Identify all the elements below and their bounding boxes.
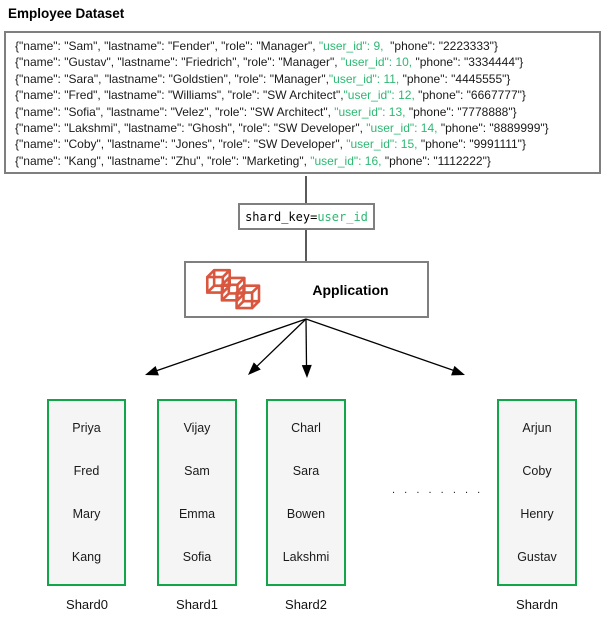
record-shard-key: "user_id": 16,: [310, 153, 382, 168]
shard-member: Fred: [73, 464, 100, 479]
shard-member: Vijay: [183, 421, 211, 436]
record-text: "phone": "6667777"}: [414, 88, 526, 103]
shard-key-box: shard_key=user_id: [238, 203, 375, 230]
shard-member: Bowen: [286, 506, 326, 521]
shard-member: Arjun: [522, 421, 552, 436]
shard-member: Mary: [72, 506, 101, 521]
application-box: Application: [184, 261, 429, 318]
record-text: "phone": "7778888"}: [405, 104, 517, 119]
shard-key-value: user_id: [317, 209, 368, 224]
record-shard-key: "user_id": 14,: [366, 121, 438, 136]
record-text: "phone": "8889999"}: [437, 121, 549, 136]
shard-member: Lakshmi: [282, 549, 330, 564]
record-shard-key: "user_id": 13,: [334, 104, 406, 119]
employee-dataset-box: {"name": "Sam", "lastname": "Fender", "r…: [4, 31, 601, 174]
shard-member: Coby: [522, 464, 552, 479]
record-text: {"name": "Sofia", "lastname": "Velez", "…: [15, 104, 335, 119]
page-title: Employee Dataset: [8, 6, 125, 21]
record-text: "phone": "2223333"}: [383, 39, 498, 53]
shard-member: Gustav: [517, 549, 557, 564]
dataset-record: {"name": "Fred", "lastname": "Williams",…: [15, 87, 599, 103]
shard-box-shard0: Priya Fred Mary Kang: [47, 399, 126, 586]
shard-label-shard2: Shard2: [285, 597, 327, 612]
record-text: {"name": "Gustav", "lastname": "Friedric…: [15, 55, 341, 70]
record-shard-key: "user_id": 11,: [328, 71, 400, 86]
shard-key-prefix: shard_key=: [245, 209, 318, 224]
record-shard-key: "user_id": 9,: [318, 39, 384, 53]
shard-member: Sofia: [182, 549, 212, 564]
record-shard-key: "user_id": 10,: [340, 55, 413, 70]
dataset-record: {"name": "Kang", "lastname": "Zhu", "rol…: [15, 153, 599, 169]
shard-member: Sara: [292, 464, 320, 479]
record-text: "phone": "3334444"}: [412, 55, 524, 70]
shard-member: Sam: [184, 464, 210, 479]
record-text: {"name": "Sam", "lastname": "Fender", "r…: [15, 39, 319, 53]
dataset-record: {"name": "Gustav", "lastname": "Friedric…: [15, 54, 599, 70]
application-cubes-icon: [205, 268, 261, 309]
record-text: {"name": "Sara", "lastname": "Goldstien"…: [15, 71, 329, 86]
shard-box-shard2: Charl Sara Bowen Lakshmi: [266, 399, 346, 586]
dataset-record: {"name": "Sara", "lastname": "Goldstien"…: [15, 71, 599, 87]
record-text: "phone": "9991111"}: [417, 137, 526, 152]
ellipsis-dots: . . . . . . . .: [392, 484, 482, 496]
application-label: Application: [312, 281, 389, 298]
record-shard-key: "user_id": 15,: [346, 137, 418, 152]
shard-label-shardn: Shardn: [516, 597, 558, 612]
shard-member: Priya: [72, 421, 101, 436]
shard-member: Henry: [520, 506, 554, 521]
shard-label-shard1: Shard1: [176, 597, 218, 612]
record-text: {"name": "Coby", "lastname": "Jones", "r…: [15, 137, 347, 152]
record-shard-key: "user_id": 12,: [343, 88, 415, 103]
shard-member: Kang: [71, 549, 102, 564]
record-text: {"name": "Lakshmi", "lastname": "Ghosh",…: [15, 121, 367, 136]
dataset-record: {"name": "Sofia", "lastname": "Velez", "…: [15, 104, 599, 120]
shard-member: Charl: [291, 421, 321, 436]
record-text: "phone": "1112222"}: [381, 153, 491, 168]
shard-box-shardn: Arjun Coby Henry Gustav: [497, 399, 577, 586]
dataset-record: {"name": "Sam", "lastname": "Fender", "r…: [15, 38, 599, 54]
shard-box-shard1: Vijay Sam Emma Sofia: [157, 399, 237, 586]
shard-label-shard0: Shard0: [66, 597, 108, 612]
dataset-record: {"name": "Lakshmi", "lastname": "Ghosh",…: [15, 120, 599, 136]
shard-member: Emma: [178, 506, 216, 521]
record-text: {"name": "Fred", "lastname": "Williams",…: [15, 88, 344, 103]
record-text: {"name": "Kang", "lastname": "Zhu", "rol…: [15, 153, 311, 168]
dataset-record: {"name": "Coby", "lastname": "Jones", "r…: [15, 136, 599, 152]
record-text: "phone": "4445555"}: [399, 71, 511, 86]
